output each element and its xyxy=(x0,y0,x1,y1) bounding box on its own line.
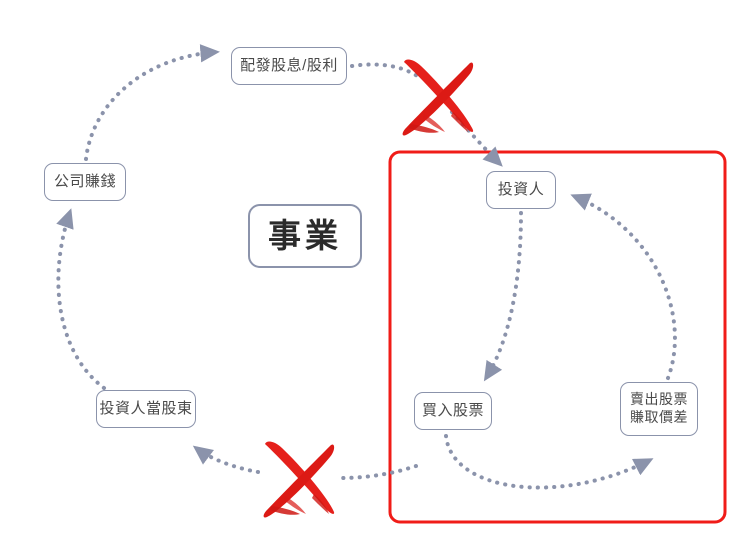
edge-buy-to-shareholder xyxy=(340,464,418,480)
node-investor-as-shareholder[interactable]: 投資人當股東 xyxy=(96,390,196,428)
edge-buy-to-shareholder-tail xyxy=(192,445,260,474)
edge-sell-to-investor xyxy=(570,193,677,380)
node-dividend-payout[interactable]: 配發股息/股利 xyxy=(231,47,347,85)
edge-profit-to-dividend xyxy=(84,44,220,161)
highlight-region xyxy=(388,150,727,524)
node-buy-stock[interactable]: 買入股票 xyxy=(414,392,492,430)
node-sell-stock-for-spread[interactable]: 賣出股票 賺取價差 xyxy=(620,382,698,436)
edge-buy-to-sell xyxy=(444,434,654,490)
cross-mark-top xyxy=(402,59,474,136)
node-company-profit[interactable]: 公司賺錢 xyxy=(44,163,126,201)
edge-dividend-to-investor xyxy=(350,62,422,80)
cross-mark-bottom xyxy=(263,441,335,518)
node-investor[interactable]: 投資人 xyxy=(486,171,556,209)
node-business-core[interactable]: 事業 xyxy=(248,204,362,268)
edge-shareholder-to-profit xyxy=(56,208,106,390)
edge-investor-to-buy xyxy=(483,211,523,382)
